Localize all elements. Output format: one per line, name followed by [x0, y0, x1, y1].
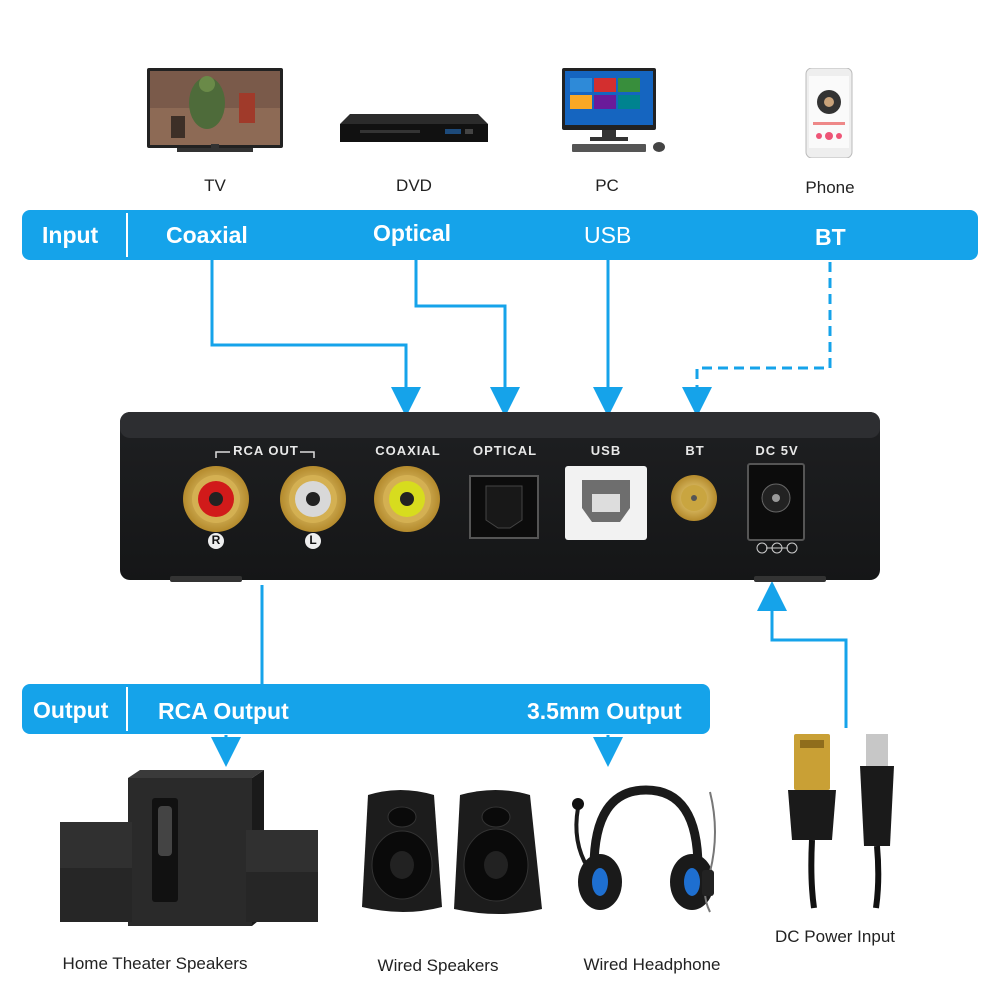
- port-label-l: L: [309, 533, 317, 547]
- input-bar-title: Input: [42, 222, 99, 248]
- port-label-usb: USB: [590, 443, 622, 458]
- phone-image: [805, 67, 853, 159]
- port-label-r: R: [211, 533, 221, 547]
- input-bar: [22, 210, 978, 260]
- output-item-rca: RCA Output: [158, 698, 289, 724]
- port-label-coaxial: COAXIAL: [375, 443, 441, 458]
- port-label-bt: BT: [685, 443, 705, 458]
- output-bar: [22, 684, 710, 734]
- dvd-label: DVD: [396, 176, 432, 195]
- input-bar-divider: [126, 213, 128, 257]
- dc-power-connector: [757, 581, 848, 728]
- home-theater-label: Home Theater Speakers: [62, 954, 248, 973]
- dc-power-cable-image: [780, 730, 900, 912]
- pc-label: PC: [595, 176, 619, 195]
- bt-connector: [682, 262, 832, 417]
- tv-label: TV: [204, 176, 226, 195]
- port-label-dc: DC 5V: [755, 443, 799, 458]
- wired-speakers-image: [360, 785, 548, 925]
- port-label-rca-out: RCA OUT: [233, 443, 299, 458]
- tv-image: [147, 68, 283, 158]
- pc-image: [560, 68, 670, 154]
- converter-device: [120, 410, 880, 582]
- output-bar-title: Output: [33, 697, 109, 723]
- optical-connector: [414, 260, 520, 417]
- output-item-35mm: 3.5mm Output: [527, 698, 682, 724]
- phone-label: Phone: [805, 178, 855, 197]
- port-label-optical: OPTICAL: [472, 443, 538, 458]
- input-item-optical: Optical: [373, 220, 451, 246]
- dvd-image: [340, 110, 488, 146]
- input-item-coaxial: Coaxial: [166, 222, 248, 248]
- wired-headphone-image: [560, 772, 730, 942]
- coaxial-connector: [210, 260, 421, 417]
- input-item-bt: BT: [815, 224, 846, 250]
- wired-headphone-label: Wired Headphone: [583, 955, 721, 974]
- wired-speakers-label: Wired Speakers: [377, 956, 499, 975]
- input-item-usb: USB: [584, 222, 632, 248]
- output-bar-divider: [126, 687, 128, 731]
- dc-power-label: DC Power Input: [775, 927, 895, 946]
- home-theater-image: [60, 770, 322, 930]
